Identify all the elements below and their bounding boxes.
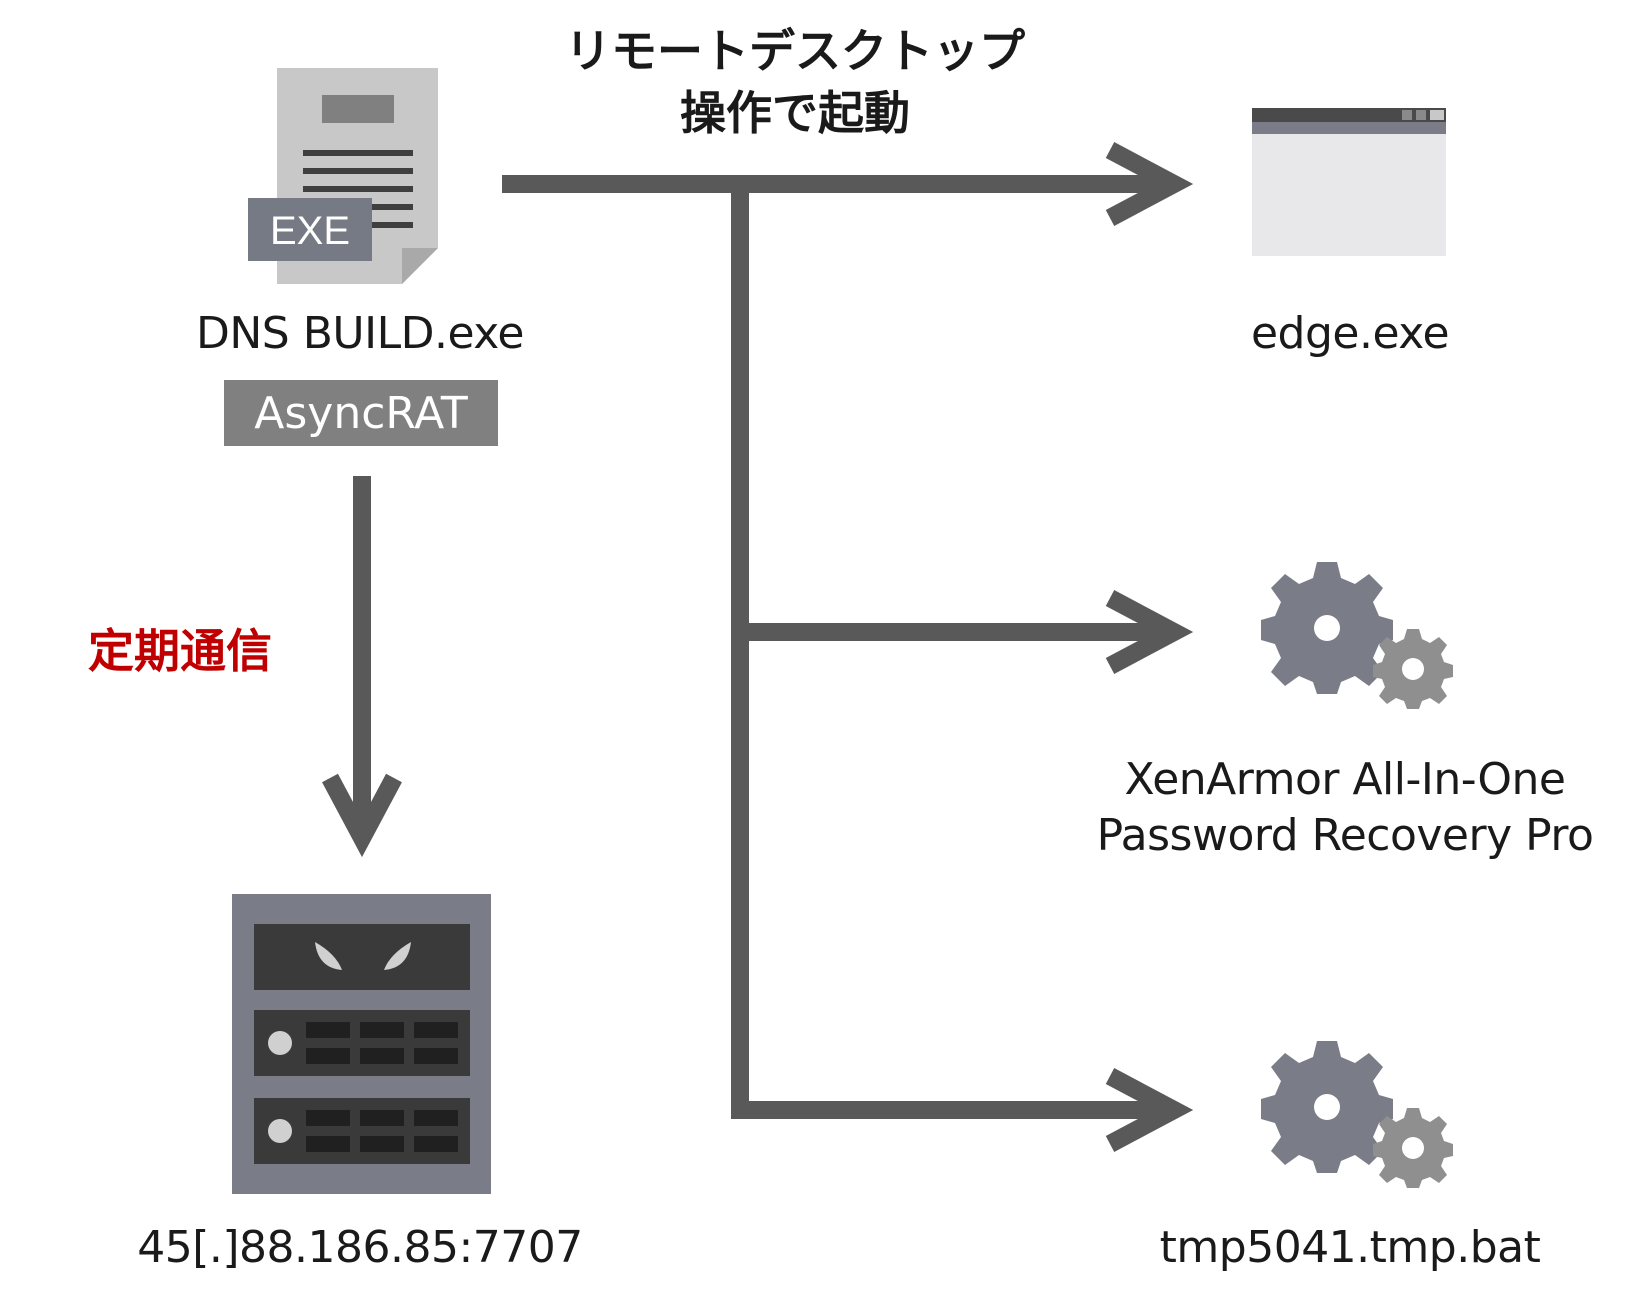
arrowhead-bat [1105, 1068, 1194, 1152]
launch-method-line2: 操作で起動 [680, 86, 910, 140]
c2-server-address: 45[.]88.186.85:7707 [137, 1222, 583, 1273]
exe-badge-text: EXE [270, 209, 350, 253]
target-xenarmor-line2: Password Recovery Pro [1096, 810, 1594, 861]
gears-icon-xenarmor [1261, 562, 1453, 709]
launch-method-line1: リモートデスクトップ [565, 24, 1025, 78]
arrowhead-edge [1105, 142, 1194, 226]
target-edge-name: edge.exe [1250, 308, 1450, 359]
malware-family-badge: AsyncRAT [224, 380, 498, 446]
c2-server-icon [232, 894, 491, 1194]
browser-window-icon [1252, 108, 1446, 256]
periodic-communication-label: 定期通信 [88, 624, 272, 678]
target-bat-name: tmp5041.tmp.bat [1159, 1222, 1541, 1273]
target-xenarmor-line1: XenArmor All-In-One [1124, 754, 1566, 805]
periodic-communication-arrow [322, 476, 402, 858]
exe-file-icon: EXE [248, 68, 438, 284]
launch-arrows [502, 142, 1194, 1152]
source-file-name: DNS BUILD.exe [195, 308, 525, 359]
launch-method-label: リモートデスクトップ 操作で起動 [560, 20, 1030, 144]
arrowhead-xenarmor [1105, 590, 1194, 674]
target-xenarmor-name: XenArmor All-In-One Password Recovery Pr… [1060, 752, 1630, 864]
gears-icon-bat [1261, 1041, 1453, 1188]
